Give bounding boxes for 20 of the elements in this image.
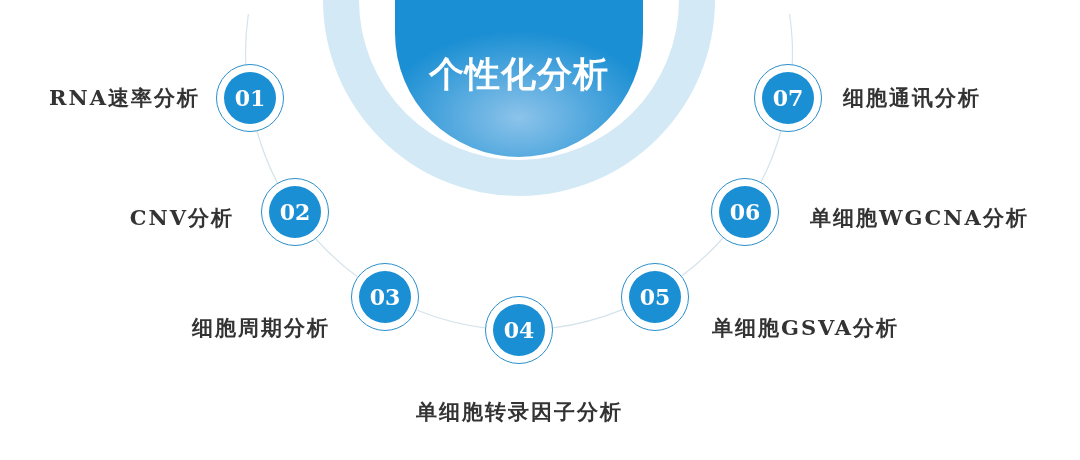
step-label: 细胞周期分析 — [192, 314, 330, 342]
arc-connector — [681, 237, 724, 277]
step-label: CNV分析 — [129, 204, 234, 232]
step-label: 单细胞转录因子分析 — [414, 398, 624, 426]
arc-connector — [256, 130, 278, 184]
step-number: 03 — [369, 282, 401, 312]
step-number: 05 — [639, 282, 671, 312]
arc-connector — [760, 130, 782, 183]
step-label: 单细胞GSVA分析 — [712, 314, 900, 342]
step-number: 01 — [234, 83, 266, 113]
step-number: 06 — [729, 197, 761, 227]
arc-connector — [416, 309, 486, 329]
step-label: RNA速率分析 — [49, 84, 200, 112]
step-number: 07 — [772, 83, 804, 113]
center-title: 个性化分析 — [427, 52, 610, 96]
step-number: 04 — [503, 315, 535, 345]
step-label: 单细胞WGCNA分析 — [810, 204, 1029, 232]
step-label: 细胞通讯分析 — [843, 84, 981, 112]
arc-connector — [315, 238, 359, 278]
step-number: 02 — [279, 197, 311, 227]
